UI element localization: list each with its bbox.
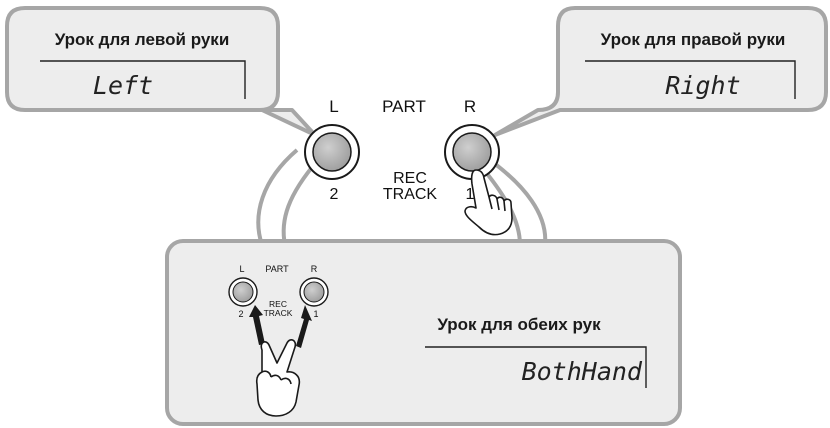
right-callout-box <box>493 6 828 137</box>
inset-left-button <box>228 277 258 307</box>
both-hands-callout: L PART R REC TRACK 2 1 Урок для обеих ру… <box>165 239 682 426</box>
left-track-number: 2 <box>330 186 339 203</box>
both-callout-title: Урок для обеих рук <box>437 315 601 334</box>
right-hand-callout: Урок для правой руки Right <box>493 6 828 137</box>
two-fingers-hand-icon <box>255 338 301 417</box>
both-lcd-frame <box>425 346 647 388</box>
rec-label: REC <box>393 170 427 187</box>
left-lcd-frame <box>40 60 246 99</box>
right-lcd-text: Right <box>665 71 740 100</box>
track-label: TRACK <box>383 186 438 203</box>
part-label: PART <box>382 97 426 116</box>
right-connector-outer <box>485 156 548 246</box>
right-callout-title: Урок для правой руки <box>601 30 786 49</box>
inset-left-number: 2 <box>238 309 243 319</box>
inset-track-label: TRACK <box>264 308 293 318</box>
inset-rec-label: REC <box>269 299 287 309</box>
panel-buttons: L PART R REC TRACK 2 1 <box>304 97 513 236</box>
left-part-button[interactable] <box>304 124 360 180</box>
inset-part-label: PART <box>265 264 289 274</box>
inset-left-letter: L <box>239 264 244 274</box>
inset-right-number: 1 <box>313 309 318 319</box>
both-lcd-text: BothHand <box>522 357 643 386</box>
left-connector-outer <box>256 148 299 246</box>
right-track-number: 1 <box>466 186 475 203</box>
left-callout-box <box>5 6 317 137</box>
inset-left-arrow-icon <box>249 305 265 345</box>
right-lcd-frame <box>585 60 796 99</box>
right-button-letter: R <box>464 97 476 116</box>
left-lcd-text: Left <box>93 71 153 100</box>
left-button-letter: L <box>329 97 338 116</box>
left-connector-inner <box>281 158 320 246</box>
inset-right-arrow-icon <box>296 305 312 348</box>
inset-right-letter: R <box>311 264 318 274</box>
pointing-hand-icon <box>464 169 513 236</box>
left-callout-title: Урок для левой руки <box>55 30 230 49</box>
left-hand-callout: Урок для левой руки Left <box>5 6 317 137</box>
inset-right-button <box>299 277 329 307</box>
right-part-button[interactable] <box>444 124 500 180</box>
